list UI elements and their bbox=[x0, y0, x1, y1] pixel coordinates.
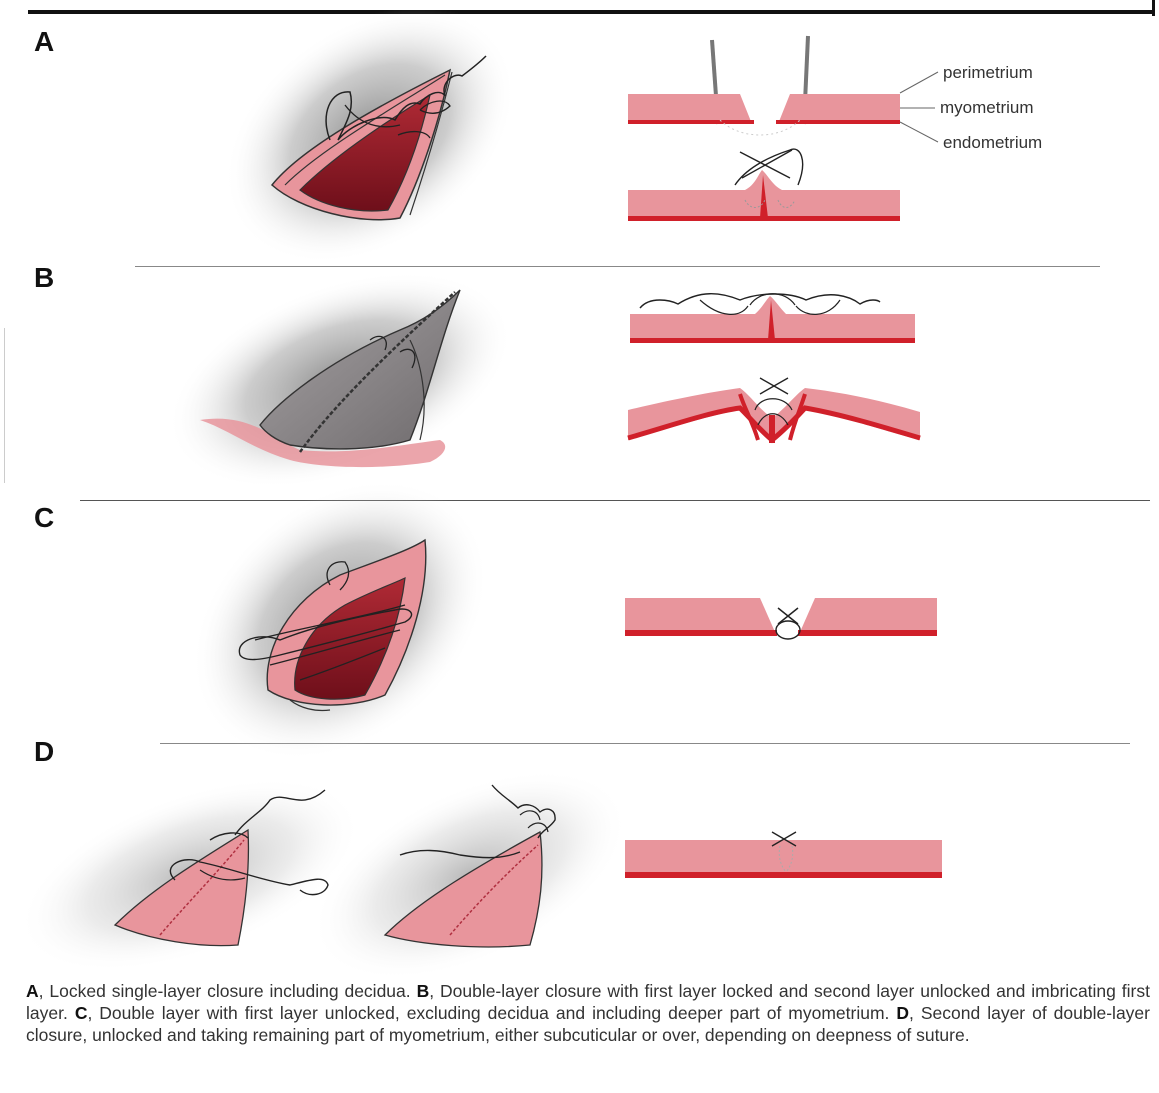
caption-c-text: , Double layer with first layer unlocked… bbox=[87, 1003, 896, 1023]
label-endometrium: endometrium bbox=[943, 133, 1042, 152]
caption-a-text: , Locked single-layer closure including … bbox=[39, 981, 417, 1001]
panel-a-layer-diagram-open bbox=[628, 36, 938, 142]
caption-b-label: B bbox=[417, 981, 430, 1001]
panel-a-layer-diagram-closed bbox=[628, 149, 900, 221]
suture-illustration: perimetrium myometrium endometrium bbox=[0, 0, 1159, 975]
panel-b-layer-diagram-top bbox=[630, 294, 915, 343]
caption-d-label: D bbox=[896, 1003, 909, 1023]
label-perimetrium: perimetrium bbox=[943, 63, 1033, 82]
panel-c-layer-diagram bbox=[625, 598, 937, 639]
panel-b-wound-sketch bbox=[138, 229, 541, 531]
panel-d-layer-diagram bbox=[625, 832, 942, 878]
panel-b-layer-diagram-bottom bbox=[628, 378, 920, 443]
caption-c-label: C bbox=[75, 1003, 88, 1023]
caption-a-label: A bbox=[26, 981, 39, 1001]
panel-a-wound-sketch bbox=[176, 0, 564, 317]
label-myometrium: myometrium bbox=[940, 98, 1034, 117]
panel-c-wound-sketch bbox=[136, 422, 543, 818]
figure-caption: A, Locked single-layer closure including… bbox=[26, 980, 1150, 1046]
